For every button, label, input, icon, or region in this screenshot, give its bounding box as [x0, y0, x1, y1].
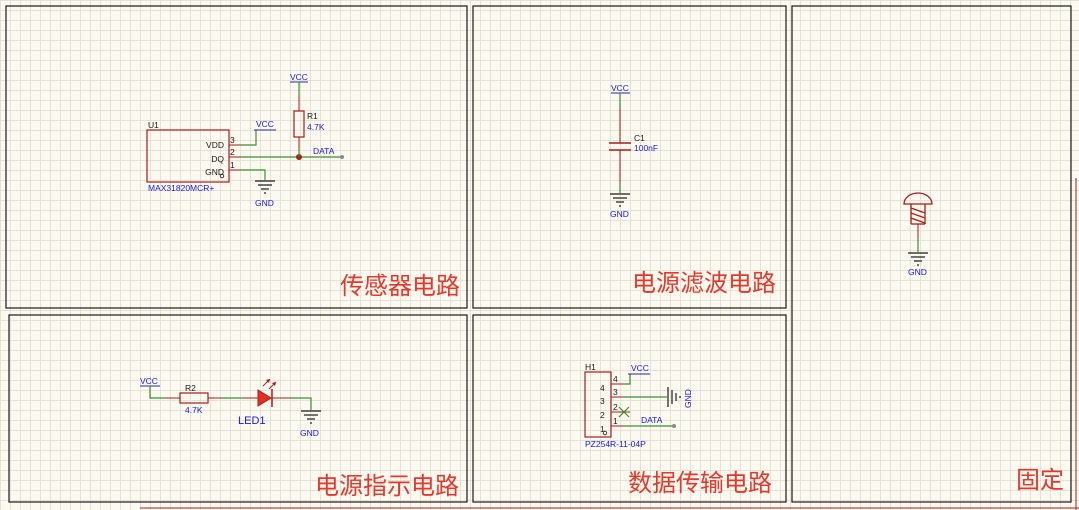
mounting-screw-icon[interactable]: [903, 192, 933, 225]
r1-resistor[interactable]: [293, 110, 305, 138]
r2-resistor[interactable]: [179, 392, 209, 404]
led1-diode[interactable]: [257, 378, 277, 407]
h1-data-label: DATA: [641, 415, 663, 425]
u1-pin3-number: 3: [230, 135, 235, 145]
h1-pin3-label: 3: [600, 396, 605, 406]
u1-gnd-label: GND: [255, 198, 274, 208]
led1-designator: LED1: [238, 415, 266, 427]
r2-vcc-wire: [149, 386, 165, 399]
data-net-end: [340, 155, 344, 159]
c1-designator: C1: [634, 133, 645, 143]
c1-value: 100nF: [634, 143, 658, 153]
h1-stub-num-4: 4: [613, 374, 618, 384]
h1-pin4-label: 4: [600, 383, 605, 393]
h1-part-number: PZ254R-11-04P: [585, 439, 646, 449]
h1-designator: H1: [585, 362, 596, 372]
c1-ground-symbol: [610, 193, 630, 207]
led1-ground-symbol: [301, 410, 321, 424]
h1-pin1-label: 1: [600, 424, 605, 434]
panel-frames: [5, 5, 1072, 503]
h1-vcc-wire: [623, 374, 631, 385]
h1-ground-symbol: [667, 387, 681, 407]
sensor-panel-title: 传感器电路: [340, 272, 460, 300]
h1-pin1-dot: [602, 430, 608, 436]
u1-gnd-wire: [240, 169, 266, 180]
sensor-panel-frame: [5, 5, 468, 309]
h1-stub-num-2: 2: [613, 402, 618, 412]
filter-panel-title: 电源滤波电路: [632, 269, 776, 297]
data-panel-frame: [472, 314, 787, 503]
c1-vcc-label: VCC: [611, 83, 629, 93]
filter-circuit: VCC GND C1 100nF: [609, 83, 658, 219]
u1-ground-symbol: [255, 180, 275, 194]
led1-gnd-wire: [290, 397, 312, 410]
filter-panel-frame: [472, 5, 787, 309]
u1-pin-dq-name: DQ: [211, 154, 224, 164]
mount-panel-title: 固定: [1016, 466, 1064, 494]
sensor-circuit: U1 VDD DQ GND MAX31820MCR+ 3 2 1 VCC DAT…: [146, 72, 344, 208]
c1-gnd-label: GND: [610, 209, 629, 219]
u1-vdd-wire: [240, 130, 257, 146]
mount-ground-symbol: [908, 252, 928, 266]
data-circuit: H1 4 3 2 1 PZ254R-11-04P 4 3 2 1 VCC GND: [584, 362, 693, 449]
h1-data-net-end: [672, 424, 676, 428]
mount-panel-frame: [791, 5, 1072, 503]
h1-vcc-label: VCC: [631, 363, 649, 373]
h1-pin2-label: 2: [600, 410, 605, 420]
c1-capacitor[interactable]: [609, 142, 631, 151]
u1-pin-vdd-name: VDD: [206, 140, 224, 150]
h1-connector-body[interactable]: [584, 371, 612, 438]
u1-body[interactable]: [146, 129, 230, 183]
u1-pin2-number: 2: [230, 147, 235, 157]
indicator-panel-title: 电源指示电路: [315, 472, 459, 500]
u1-designator: U1: [148, 120, 159, 130]
u1-pin1-dot: [219, 173, 225, 179]
u1-part-number: MAX31820MCR+: [148, 183, 214, 193]
r2-designator: R2: [185, 383, 196, 393]
h1-gnd-label: GND: [683, 389, 693, 408]
r2-vcc-label: VCC: [140, 376, 158, 386]
data-net-label: DATA: [313, 146, 335, 156]
r1-vcc-label: VCC: [290, 72, 308, 82]
r1-designator: R1: [307, 111, 318, 121]
indicator-panel-frame: [8, 314, 468, 503]
r1-value: 4.7K: [307, 122, 325, 132]
u1-vcc-label: VCC: [256, 119, 274, 129]
data-panel-title: 数据传输电路: [628, 469, 772, 497]
indicator-circuit: VCC R2 4.7K LED1 GND: [140, 376, 321, 438]
no-connect-icon: [618, 406, 630, 418]
mount-circuit: GND: [903, 192, 933, 277]
r2-value: 4.7K: [185, 405, 203, 415]
mount-gnd-label: GND: [908, 267, 927, 277]
h1-stub-num-1: 1: [613, 416, 618, 426]
led1-gnd-label: GND: [300, 428, 319, 438]
h1-stub-num-3: 3: [613, 387, 618, 397]
u1-pin-gnd-name: GND: [205, 167, 224, 177]
u1-pin1-number: 1: [230, 160, 235, 170]
